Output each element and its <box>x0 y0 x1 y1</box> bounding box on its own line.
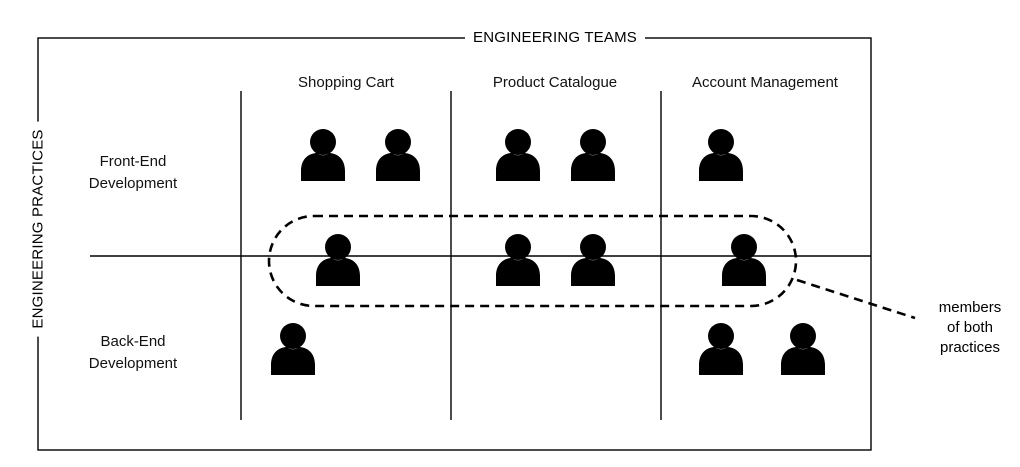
row-label-front-end: Front-End Development <box>63 151 203 195</box>
row-label-line: Development <box>88 175 178 192</box>
column-header-shopping-cart: Shopping Cart <box>298 74 394 91</box>
person-icon <box>496 234 540 286</box>
annotation-line: of both <box>947 319 993 336</box>
teams-axis-title: ENGINEERING TEAMS <box>465 29 645 46</box>
column-header-account-management: Account Management <box>692 74 838 91</box>
person-icon <box>301 129 345 181</box>
practices-axis-title: ENGINEERING PRACTICES <box>29 121 47 337</box>
annotation-line: practices <box>939 339 1001 356</box>
person-icon <box>699 323 743 375</box>
row-label-line: Development <box>88 355 178 372</box>
annotation-pointer <box>796 278 916 320</box>
column-header-product-catalogue: Product Catalogue <box>492 74 618 91</box>
shared-members-annotation: members of both practices <box>939 298 1002 358</box>
person-icon <box>699 129 743 181</box>
person-icon <box>271 323 315 375</box>
person-icon <box>722 234 766 286</box>
person-icon <box>376 129 420 181</box>
person-icon <box>571 129 615 181</box>
person-icon <box>496 129 540 181</box>
row-label-back-end: Back-End Development <box>63 331 203 375</box>
person-icon <box>781 323 825 375</box>
person-icon <box>571 234 615 286</box>
row-label-line: Back-End <box>100 333 166 350</box>
person-icon <box>316 234 360 286</box>
annotation-line: members <box>938 299 1002 316</box>
row-label-line: Front-End <box>99 153 167 170</box>
shared-members-enclosure <box>267 214 798 308</box>
